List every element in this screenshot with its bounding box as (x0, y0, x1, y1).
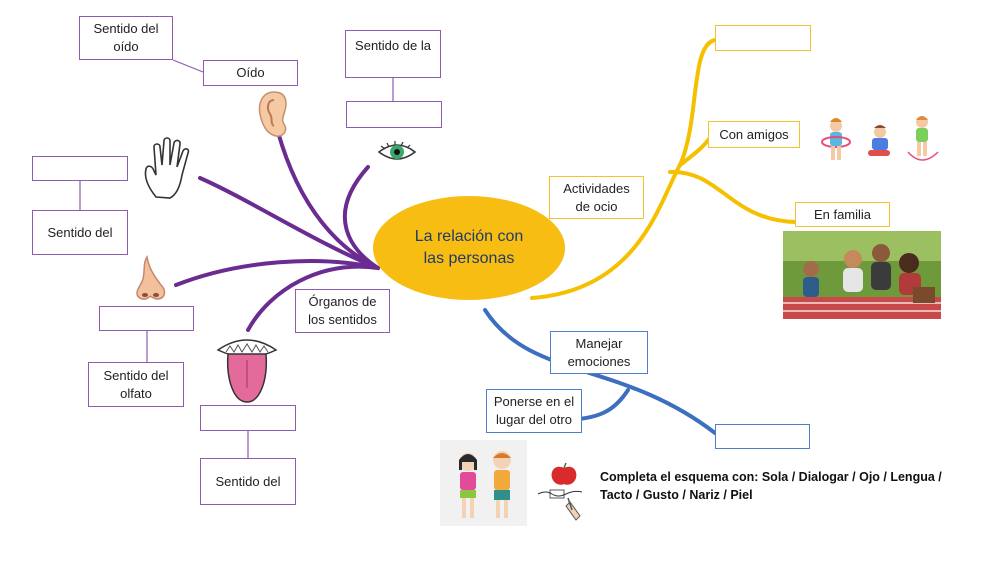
ponerse-en-el-lugar-box: Ponerse en el lugar del otro (486, 389, 582, 433)
branch-to-eye (342, 165, 380, 270)
hand-icon (144, 137, 190, 199)
sentido-del-olfato-box: Sentido del olfato (88, 362, 184, 407)
branch-to-top-blank (678, 38, 717, 167)
ear-icon (258, 91, 287, 137)
branch-to-hand (198, 176, 380, 270)
organos-de-los-sentidos-box: Órganos de los sentidos (295, 289, 390, 333)
branch-to-ocio (530, 163, 682, 300)
tacto-answer-blank[interactable] (32, 156, 128, 181)
instruction-text: Completa el esquema con: Sola / Dialogar… (600, 470, 942, 502)
nose-icon (136, 255, 166, 300)
tongue-icon (216, 339, 278, 403)
children-playing-image (821, 116, 939, 161)
eye-icon (377, 141, 417, 160)
lengua-answer-blank[interactable] (200, 405, 296, 431)
oido-label-box: Oído (203, 60, 298, 86)
en-familia-box: En familia (795, 202, 890, 227)
branch-to-familia (668, 169, 797, 224)
apple-writing-icon (537, 462, 583, 521)
sentido-del-tacto-box: Sentido del (32, 210, 128, 255)
con-amigos-box: Con amigos (708, 121, 800, 148)
family-picnic-image (783, 231, 941, 319)
dialogar-answer-blank[interactable] (715, 424, 810, 449)
sentido-de-la-vista-box: Sentido de la (345, 30, 441, 78)
manejar-emociones-box: Manejar emociones (550, 331, 648, 374)
nariz-answer-blank[interactable] (99, 306, 194, 331)
ocio-top-answer-blank[interactable] (715, 25, 811, 51)
branch-to-ear (276, 130, 380, 270)
sentido-del-oido-box: Sentido del oído (79, 16, 173, 60)
branch-to-tongue (246, 264, 380, 332)
actividades-de-ocio-box: Actividades de ocio (549, 176, 644, 219)
ojo-answer-blank[interactable] (346, 101, 442, 128)
sentido-del-gusto-box: Sentido del (200, 458, 296, 505)
kids-talking-image (440, 440, 527, 526)
central-topic: La relación con las personas (373, 196, 565, 300)
branch-to-nose (174, 259, 380, 287)
